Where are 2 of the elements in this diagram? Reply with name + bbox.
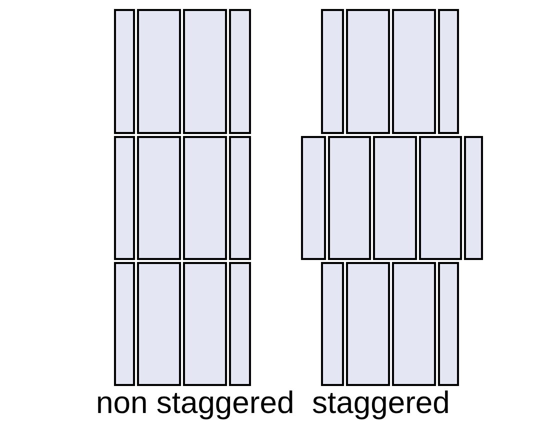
pattern-caption: non staggered bbox=[96, 384, 294, 422]
pattern-caption: staggered bbox=[312, 384, 450, 422]
